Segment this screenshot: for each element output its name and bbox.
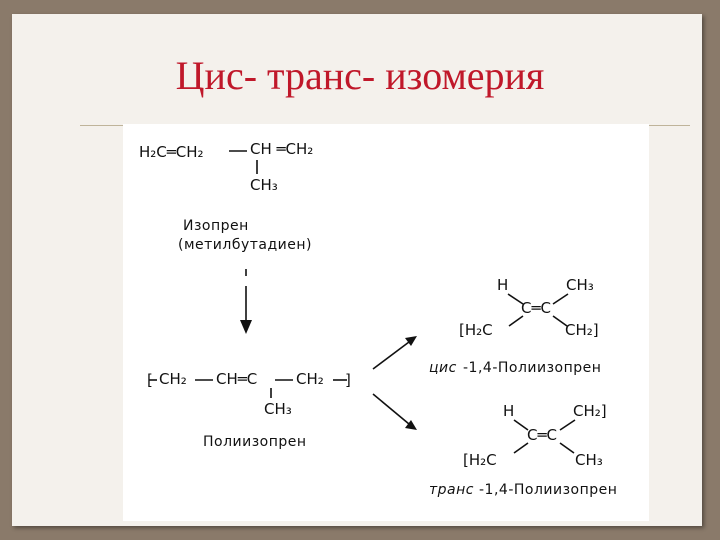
trans-polyisoprene-structure: H CH₂] C═C [H₂C CH₃ транс -1,4-Полиизопр… (429, 402, 617, 498)
isoprene-structure: H₂C═CH₂ CH ═CH₂ CH₃ Изопрен (метилбутади… (139, 140, 313, 253)
cis-polyisoprene-structure: H CH₃ C═C [H₂C CH₂] цис -1,4-Полиизопрен (429, 276, 601, 376)
cis-left-group: [H₂C (459, 321, 493, 339)
cis-arrow (372, 336, 417, 370)
cis-name: -1,4-Полиизопрен (463, 360, 601, 376)
polyisoprene-ch2-left: CH₂ (159, 370, 187, 388)
polyisoprene-ch2-right: CH₂ (296, 370, 324, 388)
cis-h: H (497, 276, 508, 294)
cis-right-group: CH₂] (565, 321, 599, 339)
polyisoprene-close-bracket: ] (345, 371, 351, 389)
trans-ch3: CH₃ (575, 451, 603, 469)
trans-prefix: транс (429, 482, 474, 498)
cis-ch3: CH₃ (566, 276, 594, 294)
cis-double-bond: C═C (521, 299, 551, 317)
trans-name: -1,4-Полиизопрен (479, 482, 617, 498)
polyisoprene-methyl: CH₃ (264, 400, 292, 418)
isoprene-methyl: CH₃ (250, 176, 278, 194)
isoprene-right-fragment: CH ═CH₂ (250, 140, 313, 158)
trans-left-group: [H₂C (463, 451, 497, 469)
polyisoprene-chain: CH═C (216, 370, 257, 388)
trans-h: H (503, 402, 514, 420)
trans-double-bond: C═C (527, 426, 557, 444)
polyisoprene-structure: [ CH₂ CH═C CH₂ ] CH₃ Полиизопрен (147, 370, 351, 450)
polymerization-arrow (240, 269, 252, 334)
isoprene-alt-name: (метилбутадиен) (178, 237, 312, 253)
slide-title: Цис- транс- изомерия (175, 53, 545, 98)
polyisoprene-name: Полиизопрен (203, 434, 307, 450)
cis-prefix: цис (429, 360, 457, 376)
trans-ch2-top: CH₂] (573, 402, 607, 420)
reaction-scheme: H₂C═CH₂ CH ═CH₂ CH₃ Изопрен (метилбутади… (123, 124, 649, 521)
isoprene-name: Изопрен (183, 218, 249, 234)
trans-arrow (372, 393, 417, 430)
isoprene-left-fragment: H₂C═CH₂ (139, 143, 204, 161)
